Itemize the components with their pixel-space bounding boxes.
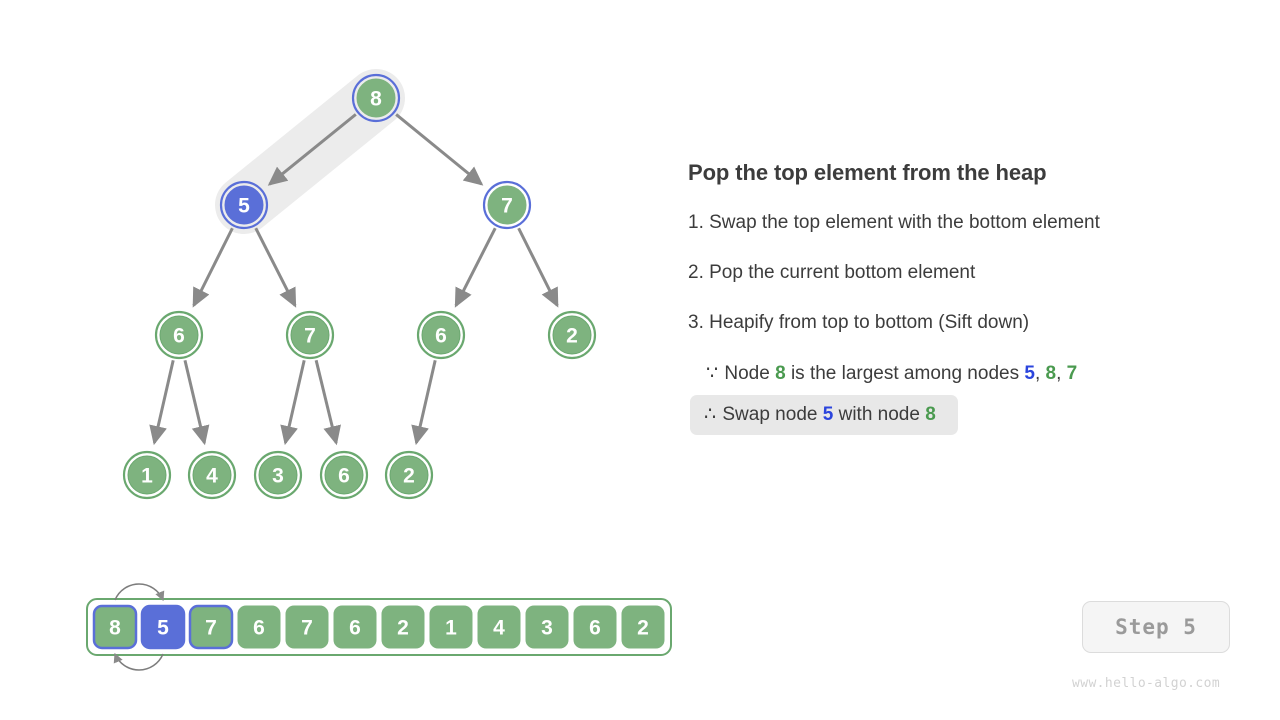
- array-container-outline: [86, 598, 672, 656]
- tree-node-value: 8: [370, 88, 382, 111]
- site-watermark: www.hello-algo.com: [1072, 676, 1221, 691]
- heap-tree-diagram: 8 5 7 6 7 6 2 1 4 3 6 2 8 5 7 6 7 6 2 1 4 3 6 2: [86, 69, 672, 671]
- tree-edges: [149, 113, 559, 446]
- tree-node-value: 7: [501, 195, 513, 218]
- tree-node: 7: [482, 180, 532, 230]
- tree-node-value: 6: [173, 325, 185, 348]
- tree-node: 6: [416, 310, 466, 360]
- because-prefix: Node: [724, 363, 770, 384]
- array-cell-value: 3: [541, 617, 553, 640]
- explanation-panel: Pop the top element from the heap 1. Swa…: [688, 160, 1248, 435]
- therefore-prefix: Swap node: [722, 404, 818, 425]
- array-cell: 3: [525, 605, 569, 649]
- tree-node-value: 5: [238, 195, 250, 218]
- tree-edge: [395, 113, 484, 186]
- array-representation: 8 5 7 6 7 6 2 1 4 3 6 2: [86, 583, 672, 671]
- because-list-1: 8: [1045, 363, 1057, 384]
- swap-arrow-bottom: [113, 652, 164, 671]
- tree-node-value: 3: [272, 465, 284, 488]
- array-cell: 2: [381, 605, 425, 649]
- array-cell-value: 2: [397, 617, 409, 640]
- comma-2: ,: [1056, 363, 1062, 384]
- array-cell-value: 6: [589, 617, 601, 640]
- tree-edge: [183, 359, 210, 446]
- comma-1: ,: [1034, 363, 1041, 384]
- tree-edge: [192, 227, 234, 308]
- tree-node-value: 4: [206, 465, 218, 488]
- array-cell-value: 5: [157, 617, 169, 640]
- tree-node: 2: [547, 310, 597, 360]
- tree-edge: [454, 227, 497, 308]
- therefore-node-a: 5: [822, 404, 834, 425]
- step-item-1: 1. Swap the top element with the bottom …: [688, 212, 1100, 233]
- tree-node-value: 2: [403, 465, 415, 488]
- tree-node: 2: [384, 450, 434, 500]
- tree-node-value: 1: [141, 465, 153, 488]
- array-cell: 7: [188, 604, 234, 650]
- array-cell-value: 7: [205, 617, 217, 640]
- tree-node-value: 2: [566, 325, 578, 348]
- reason-therefore: ∴ Swap node 5 with node 8: [690, 395, 958, 435]
- tree-edge: [411, 360, 437, 446]
- array-cell-value: 2: [637, 617, 649, 640]
- page-title: Pop the top element from the heap: [688, 160, 1047, 185]
- tree-node: 6: [319, 450, 369, 500]
- array-cell: 1: [429, 605, 473, 649]
- tree-node: 8: [351, 73, 401, 123]
- tree-node: 4: [187, 450, 237, 500]
- step-item-3: 3. Heapify from top to bottom (Sift down…: [688, 312, 1030, 333]
- because-mid: is the largest among nodes: [790, 363, 1020, 384]
- array-cell-value: 1: [445, 617, 457, 640]
- array-cell-value: 6: [253, 617, 265, 640]
- array-cell-value: 8: [109, 617, 121, 640]
- tree-nodes: 8 5 7 6 7 6 2 1 4 3 6 2: [122, 73, 597, 500]
- array-cell: 8: [92, 604, 138, 650]
- step-counter-badge: Step 5: [1082, 601, 1230, 653]
- array-cell: 6: [237, 605, 281, 649]
- tree-node: 6: [154, 310, 204, 360]
- array-cell: 6: [333, 605, 377, 649]
- array-cell-value: 6: [349, 617, 361, 640]
- because-list-0: 5: [1024, 363, 1035, 384]
- tree-node: 5: [219, 180, 269, 230]
- array-cell: 6: [573, 605, 617, 649]
- tree-node: 1: [122, 450, 172, 500]
- step-item-2: 2. Pop the current bottom element: [688, 262, 976, 283]
- because-list-2: 7: [1066, 363, 1078, 384]
- tree-node: 7: [285, 310, 335, 360]
- tree-node-value: 6: [338, 465, 350, 488]
- therefore-mid: with node: [838, 404, 920, 425]
- array-cell-value: 4: [493, 617, 505, 640]
- tree-edge: [267, 113, 357, 186]
- array-cell: 5: [140, 604, 186, 650]
- tree-edge: [149, 360, 175, 446]
- array-cell: 2: [621, 605, 665, 649]
- tree-node-value: 6: [435, 325, 447, 348]
- tree-edge: [517, 227, 559, 308]
- array-cell: 7: [285, 605, 329, 649]
- array-cell-value: 7: [301, 617, 313, 640]
- reason-because: ∵ Node 8 is the largest among nodes 5, 8…: [706, 362, 1248, 385]
- therefore-symbol: ∴: [704, 404, 718, 425]
- tree-edge: [280, 360, 306, 446]
- tree-node: 3: [253, 450, 303, 500]
- array-cell: 4: [477, 605, 521, 649]
- tree-node-value: 7: [304, 325, 316, 348]
- therefore-node-b: 8: [925, 404, 936, 425]
- because-symbol: ∵: [706, 363, 720, 384]
- because-node-value: 8: [775, 363, 786, 384]
- tree-edge: [254, 227, 297, 308]
- tree-edge: [314, 359, 341, 446]
- swap-arrow-top: [114, 583, 165, 602]
